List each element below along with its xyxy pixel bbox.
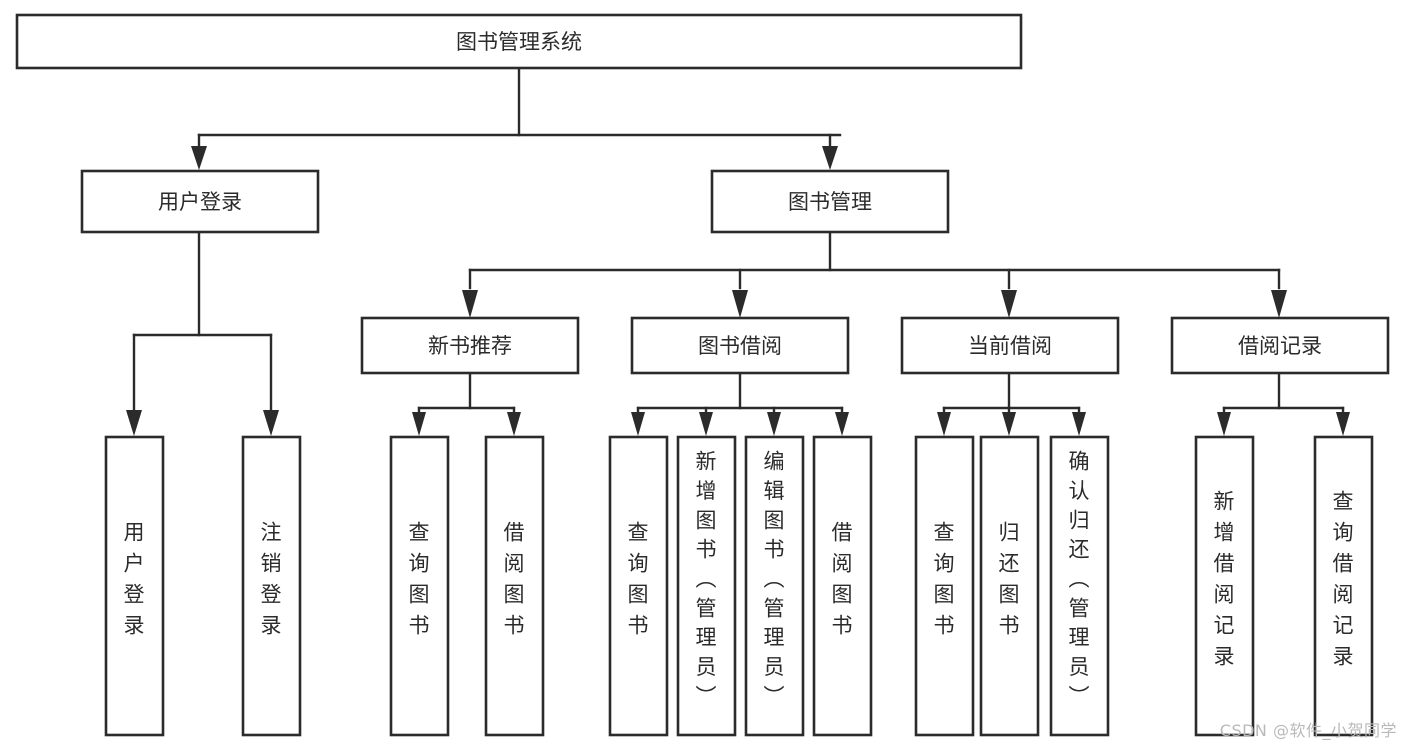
- leaf-node[interactable]: 新增图书︵管理员︶: [676, 435, 737, 737]
- leaf-node[interactable]: 查询借阅记录: [1313, 435, 1374, 737]
- csdn-watermark: CSDN @软件_小贺同学: [1219, 721, 1397, 740]
- node-borrow-record-label: 借阅记录: [1238, 334, 1322, 358]
- leaf-node[interactable]: 注销登录: [241, 435, 302, 737]
- leaf-bb-borrow-book-label: 借阅图书: [832, 521, 853, 638]
- leaf-bb-edit-book-box[interactable]: [744, 435, 805, 737]
- node-current-borrow-box[interactable]: [900, 316, 1120, 375]
- leaf-cb-return-book-box[interactable]: [979, 435, 1040, 737]
- leaf-bb-borrow-book-box[interactable]: [812, 435, 873, 737]
- node-user-login-label: 用户登录: [158, 190, 242, 214]
- leaf-br-add-record-label: 新增借阅记录: [1214, 490, 1235, 669]
- node-book-manage-label: 图书管理: [788, 190, 872, 214]
- node-root-label: 图书管理系统: [456, 30, 582, 54]
- arrow-cb-leaf-3: [1072, 412, 1086, 436]
- node-book-manage[interactable]: 图书管理: [710, 169, 950, 234]
- leaf-node[interactable]: 借阅图书: [484, 435, 545, 737]
- node-book-manage-box[interactable]: [710, 169, 950, 234]
- arrow-br-leaf-2: [1336, 412, 1350, 436]
- leaf-logout-label: 注销登录: [261, 521, 282, 638]
- leaf-node[interactable]: 用户登录: [104, 435, 165, 737]
- leaf-br-query-record-label: 查询借阅记录: [1333, 490, 1354, 669]
- arrow-to-user-login: [191, 146, 207, 170]
- leaf-nb-query-book-box[interactable]: [389, 435, 450, 737]
- node-user-login-box[interactable]: [80, 169, 320, 234]
- arrow-br-leaf-1: [1217, 412, 1231, 436]
- arrow-bb-leaf-4: [835, 412, 849, 436]
- arrow-to-borrow-record: [1271, 290, 1287, 318]
- leaf-cb-query-book-label: 查询图书: [934, 521, 955, 638]
- leaf-cb-confirm-return-box[interactable]: [1049, 435, 1110, 737]
- arrow-bb-leaf-1: [631, 412, 645, 436]
- leaf-node[interactable]: 查询图书: [389, 435, 450, 737]
- arrow-to-book-manage: [822, 146, 838, 170]
- leaf-user-login-box[interactable]: [104, 435, 165, 737]
- leaf-bb-edit-book-label: 编辑图书︵管理员︶: [764, 450, 785, 709]
- leaf-node[interactable]: 确认归还︵管理员︶: [1049, 435, 1110, 737]
- leaf-node[interactable]: 归还图书: [979, 435, 1040, 737]
- leaf-node[interactable]: 查询图书: [608, 435, 669, 737]
- arrow-nb-leaf-2: [507, 412, 521, 436]
- node-book-borrow-label: 图书借阅: [698, 334, 782, 358]
- leaf-cb-return-book-label: 归还图书: [999, 521, 1020, 638]
- arrow-to-leaf-logout: [263, 410, 279, 436]
- arrow-cb-leaf-1: [937, 412, 951, 436]
- arrow-bb-leaf-2: [699, 412, 713, 436]
- leaf-logout-box[interactable]: [241, 435, 302, 737]
- node-borrow-record-box[interactable]: [1170, 316, 1390, 375]
- node-current-borrow[interactable]: 当前借阅: [900, 316, 1120, 375]
- node-book-borrow-box[interactable]: [630, 316, 850, 375]
- arrow-bb-leaf-3: [767, 412, 781, 436]
- leaf-nb-query-book-label: 查询图书: [409, 521, 430, 638]
- arrow-to-new-book: [462, 290, 478, 318]
- arrow-to-current-borrow: [1001, 290, 1017, 318]
- node-new-book-recommend[interactable]: 新书推荐: [360, 316, 580, 375]
- node-new-book-recommend-box[interactable]: [360, 316, 580, 375]
- node-root[interactable]: 图书管理系统: [15, 13, 1023, 70]
- leaf-nb-borrow-book-label: 借阅图书: [504, 521, 525, 638]
- arrow-to-leaf-user-login: [126, 410, 142, 436]
- leaf-bb-add-book-box[interactable]: [676, 435, 737, 737]
- leaf-br-query-record-box[interactable]: [1313, 435, 1374, 737]
- node-user-login[interactable]: 用户登录: [80, 169, 320, 234]
- leaf-cb-query-book-box[interactable]: [914, 435, 975, 737]
- leaf-nb-borrow-book-box[interactable]: [484, 435, 545, 737]
- arrow-nb-leaf-1: [412, 412, 426, 436]
- arrow-cb-leaf-2: [1002, 412, 1016, 436]
- leaf-bb-add-book-label: 新增图书︵管理员︶: [696, 450, 717, 709]
- connector-layer: [126, 66, 1350, 436]
- arrow-to-book-borrow: [732, 290, 748, 318]
- leaf-user-login-label: 用户登录: [124, 521, 145, 638]
- leaf-bb-query-book-label: 查询图书: [628, 521, 649, 638]
- leaf-node[interactable]: 查询图书: [914, 435, 975, 737]
- node-new-book-recommend-label: 新书推荐: [428, 334, 512, 358]
- node-borrow-record[interactable]: 借阅记录: [1170, 316, 1390, 375]
- leaf-node[interactable]: 编辑图书︵管理员︶: [744, 435, 805, 737]
- node-book-borrow[interactable]: 图书借阅: [630, 316, 850, 375]
- node-root-box[interactable]: [15, 13, 1023, 70]
- leaf-node[interactable]: 新增借阅记录: [1194, 435, 1255, 737]
- leaf-cb-confirm-return-label: 确认归还︵管理员︶: [1069, 450, 1090, 709]
- leaf-br-add-record-box[interactable]: [1194, 435, 1255, 737]
- node-current-borrow-label: 当前借阅: [968, 334, 1052, 358]
- leaf-bb-query-book-box[interactable]: [608, 435, 669, 737]
- leaf-node[interactable]: 借阅图书: [812, 435, 873, 737]
